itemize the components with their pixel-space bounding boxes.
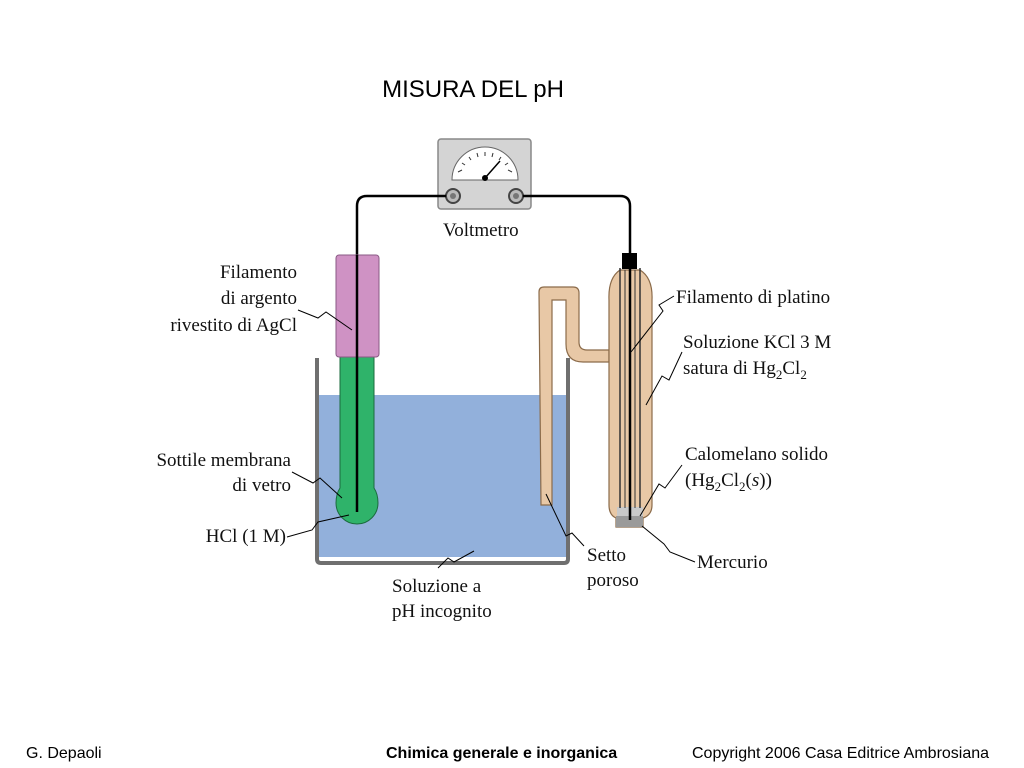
kcl-label-line1: Soluzione KCl 3 M [683,332,831,353]
kcl-label-line2: satura di Hg2Cl2 [683,358,807,382]
slide-title: MISURA DEL pH [382,76,564,103]
hcl-label: HCl (1 M) [206,526,286,547]
calomel-electrode [538,253,653,528]
silver-wire-label-line3: rivestito di AgCl [170,315,297,336]
silver-wire-label-line2: di argento [221,288,297,309]
porous-label-line1: Setto [587,545,626,566]
mercury-label: Mercurio [697,552,768,573]
platinum-label: Filamento di platino [676,287,830,308]
membrane-label-line2: di vetro [232,475,291,496]
solution-label-line2: pH incognito [392,601,492,622]
calomel-label-line2: (Hg2Cl2(s)) [685,470,772,494]
voltmeter-label: Voltmetro [443,220,519,241]
glass-electrode [335,254,380,525]
footer-author: G. Depaoli [26,745,102,762]
solution-label-line1: Soluzione a [392,576,482,597]
mercury-pool [616,516,643,527]
leader-lines [286,295,696,569]
wire-right [523,194,632,254]
membrane-label-line1: Sottile membrana [156,450,291,471]
electrode-cap [622,253,637,269]
silver-wire-label-line1: Filamento [220,262,297,283]
calomel-label-line1: Calomelano solido [685,444,828,465]
voltmeter [437,138,532,210]
wire-left [355,194,446,256]
porous-label-line2: poroso [587,570,639,591]
footer-copyright: Copyright 2006 Casa Editrice Ambrosiana [692,745,990,762]
footer-book-title: Chimica generale e inorganica [386,745,618,762]
